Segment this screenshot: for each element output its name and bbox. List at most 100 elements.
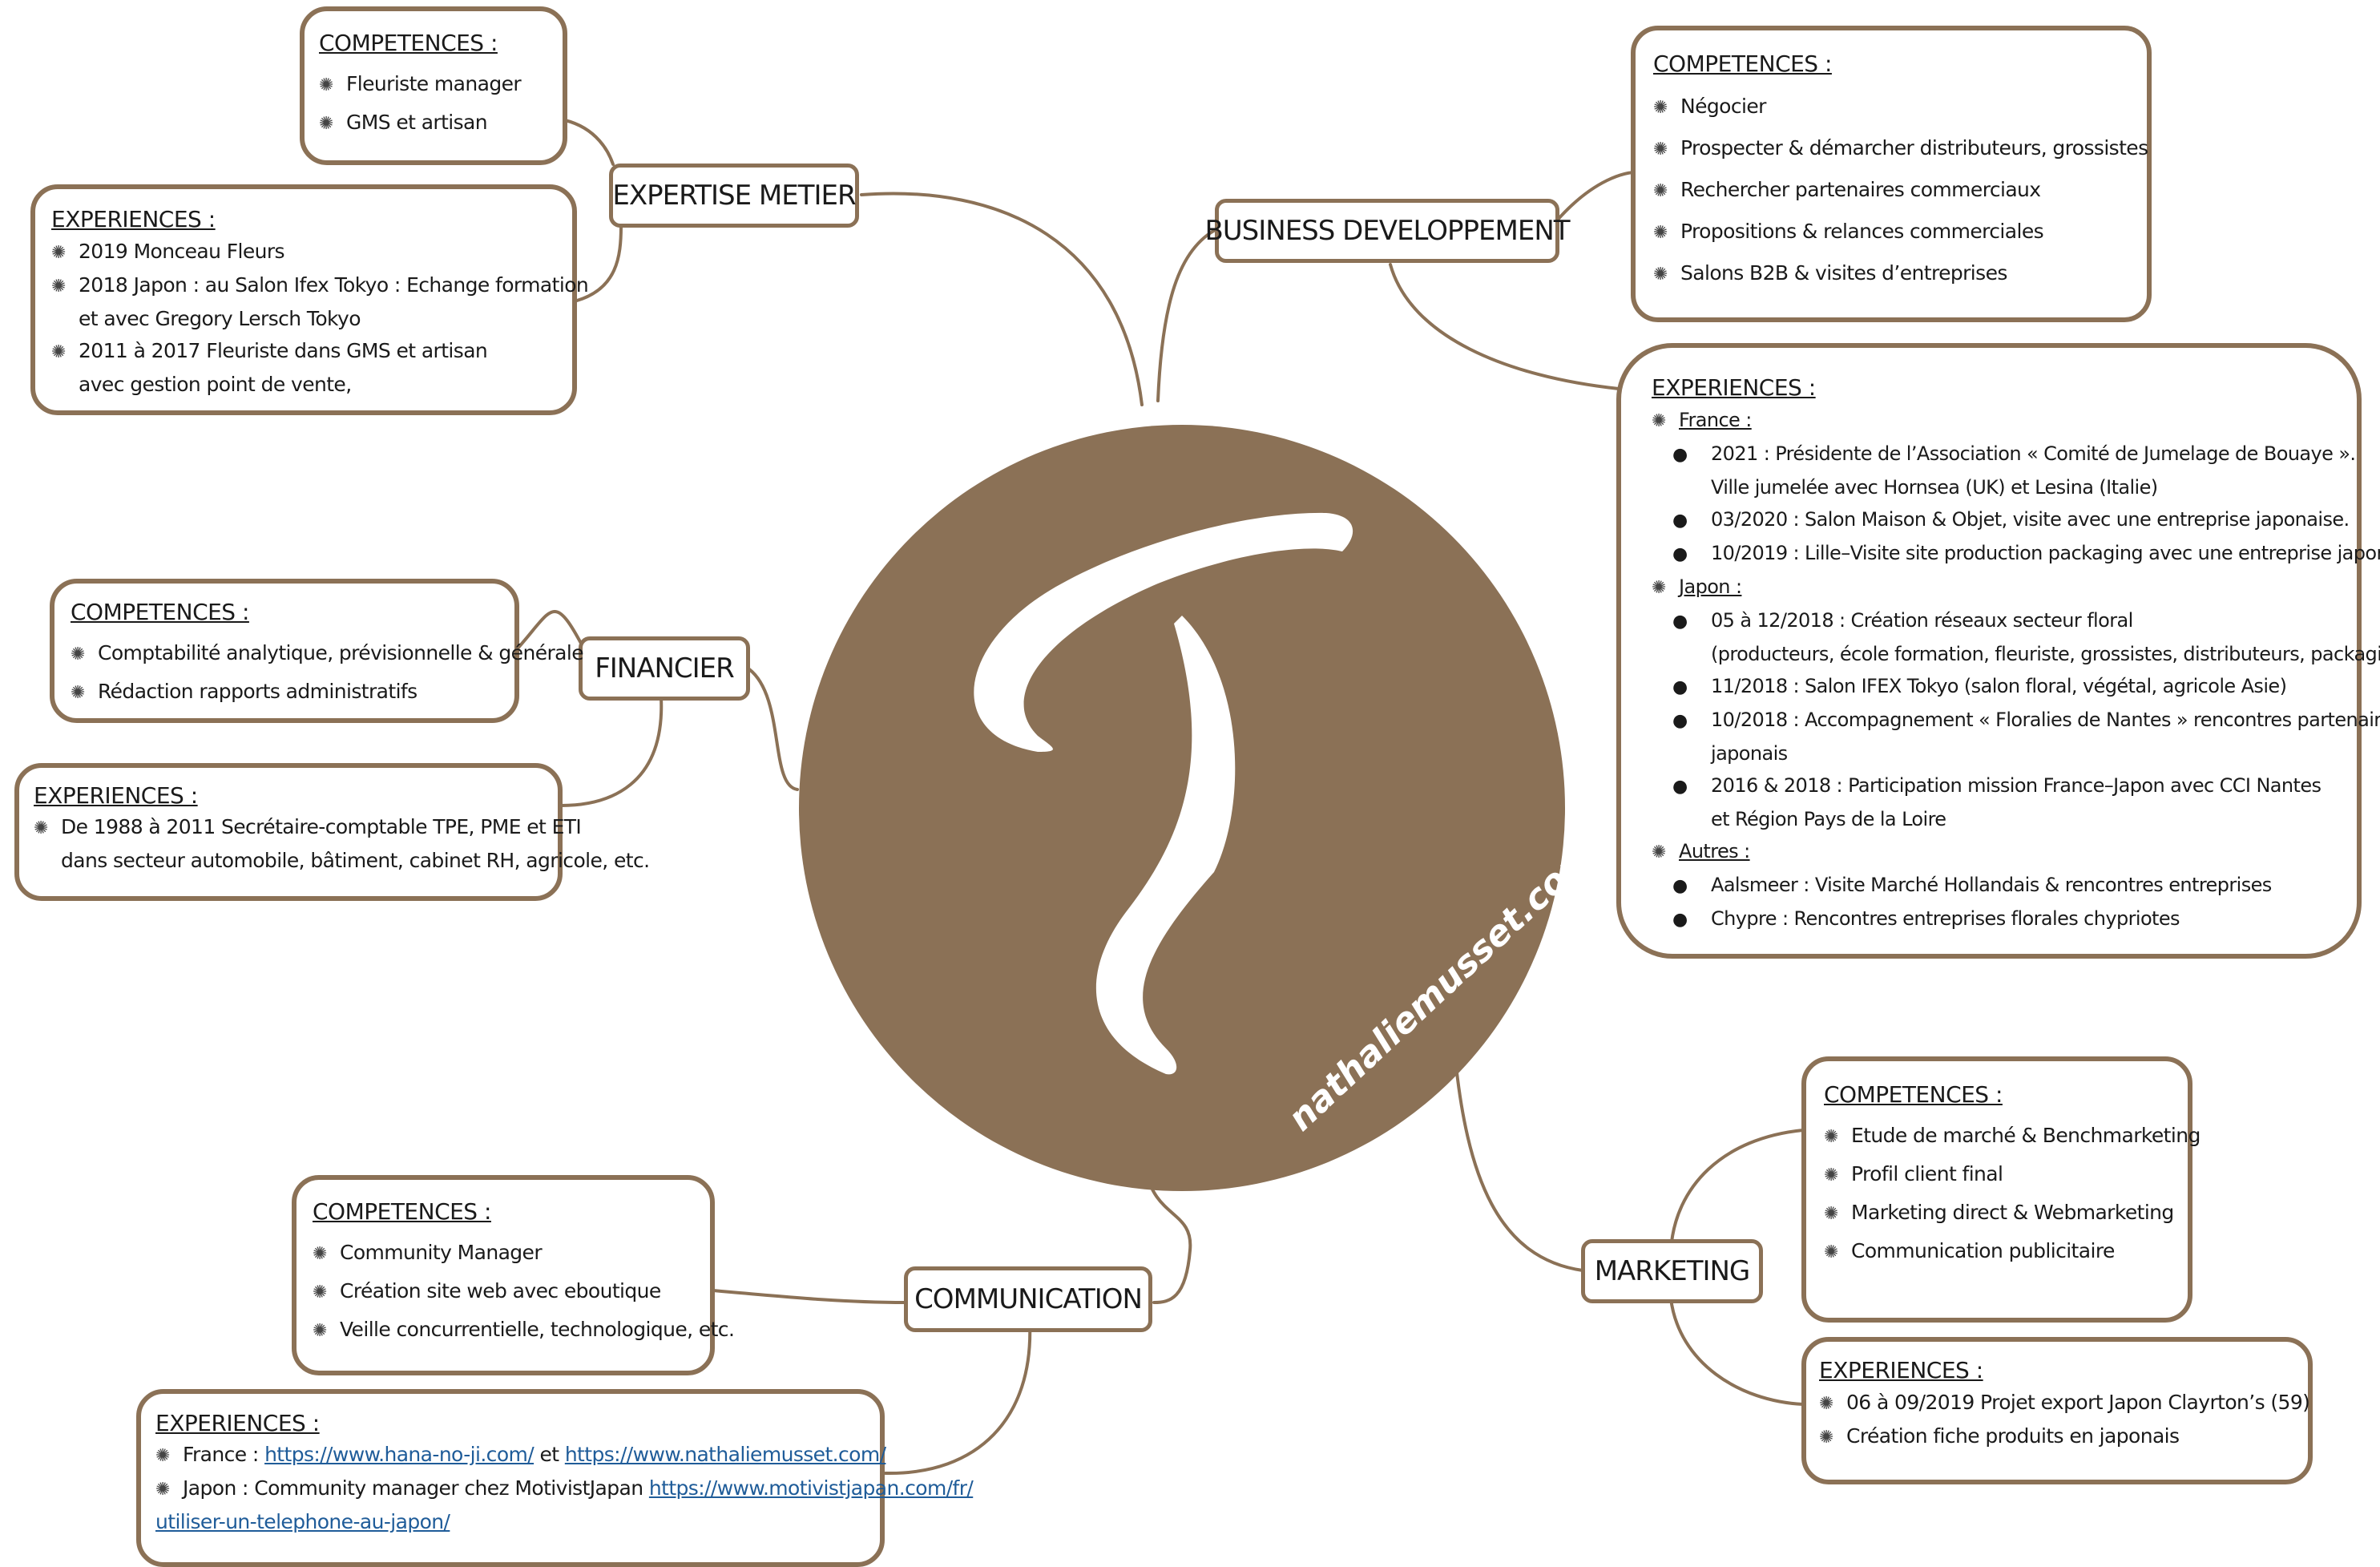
list-item-continuation: utiliser-un-telephone-au-japon/ [155, 1506, 880, 1538]
experiences-heading: EXPERIENCES : [155, 1410, 320, 1436]
list-item-continuation: et Région Pays de la Loire [1711, 808, 1946, 830]
expertise-competences-box: COMPETENCES : ✺Fleuriste manager ✺GMS et… [300, 6, 567, 165]
competences-heading: COMPETENCES : [1653, 50, 1832, 77]
list-item-continuation: dans secteur automobile, bâtiment, cabin… [61, 849, 650, 872]
gear-bullet-icon: ✺ [1819, 1394, 1833, 1414]
list-item: ✺Rechercher partenaires commerciaux [1653, 170, 2147, 212]
gear-bullet-icon: ✺ [319, 75, 333, 95]
gear-bullet-icon: ✺ [71, 644, 85, 664]
topic-financier[interactable]: FINANCIER [579, 636, 750, 701]
dot-bullet-icon: ● [1672, 777, 1688, 797]
list-item: ●10/2018 : Accompagnement « Floralies de… [1652, 704, 2380, 737]
list-item: ●03/2020 : Salon Maison & Objet, visite … [1652, 503, 2357, 537]
gear-bullet-icon: ✺ [319, 114, 333, 134]
logo-brush-stem [1095, 616, 1236, 1075]
experiences-heading: EXPERIENCES : [1819, 1357, 1983, 1383]
gear-bullet-icon: ✺ [155, 1480, 170, 1500]
list-item: ●2016 & 2018 : Participation mission Fra… [1652, 769, 2357, 803]
gear-bullet-icon: ✺ [1653, 181, 1668, 201]
dot-bullet-icon: ● [1672, 612, 1688, 632]
list-item: ●2021 : Présidente de l’Association « Co… [1652, 438, 2357, 471]
dot-bullet-icon: ● [1672, 910, 1688, 930]
competences-heading: COMPETENCES : [71, 599, 249, 625]
center-logo: nathaliemusset.com [799, 425, 1567, 1191]
list-item: ✺Fleuriste manager [319, 66, 563, 104]
gear-bullet-icon: ✺ [1652, 842, 1666, 862]
dot-bullet-icon: ● [1672, 677, 1688, 697]
list-item: ●10/2019 : Lille–Visite site production … [1652, 537, 2380, 571]
topic-business-developpement[interactable]: BUSINESS DEVELOPPEMENT [1204, 199, 1571, 263]
communication-competences-box: COMPETENCES : ✺Community Manager ✺Créati… [292, 1175, 735, 1375]
list-item: ✺2018 Japon : au Salon Ifex Tokyo : Echa… [51, 269, 589, 303]
list-item: ✺Comptabilité analytique, prévisionnelle… [71, 635, 584, 673]
dot-bullet-icon: ● [1672, 876, 1688, 896]
list-item: ✺06 à 09/2019 Projet export Japon Clayrt… [1819, 1387, 2310, 1420]
list-item-continuation: avec gestion point de vente, [79, 373, 352, 396]
competences-heading: COMPETENCES : [319, 30, 498, 56]
gear-bullet-icon: ✺ [1652, 578, 1666, 598]
list-item: ✺Négocier [1653, 87, 2147, 128]
section-france: ✺France : [1652, 404, 2357, 438]
competences-heading: COMPETENCES : [1824, 1081, 2003, 1108]
gear-bullet-icon: ✺ [1819, 1428, 1833, 1448]
list-item: ✺Création site web avec eboutique [313, 1273, 710, 1311]
experiences-heading: EXPERIENCES : [1652, 374, 1816, 401]
list-item: ✺Marketing direct & Webmarketing [1824, 1194, 2188, 1233]
gear-bullet-icon: ✺ [313, 1321, 327, 1341]
competences-heading: COMPETENCES : [313, 1198, 491, 1225]
communication-experiences-box: EXPERIENCES : ✺France : https://www.hana… [136, 1389, 974, 1567]
list-item: ✺Profil client final [1824, 1156, 2188, 1194]
dot-bullet-icon: ● [1672, 711, 1688, 731]
list-item: ✺France : https://www.hana-no-ji.com/ et… [155, 1439, 886, 1472]
link-motivistjapan[interactable]: https://www.motivistjapan.com/fr/ [648, 1476, 974, 1500]
gear-bullet-icon: ✺ [34, 818, 48, 838]
list-item: ✺Etude de marché & Benchmarketing [1824, 1117, 2200, 1156]
list-item-continuation: japonais [1711, 742, 1788, 765]
topic-marketing[interactable]: MARKETING [1581, 1239, 1763, 1303]
experiences-heading: EXPERIENCES : [34, 782, 198, 809]
business-experiences-box: EXPERIENCES : ✺France : ●2021 : Présiden… [1616, 343, 2380, 959]
financier-experiences-box: EXPERIENCES : ✺De 1988 à 2011 Secrétaire… [14, 763, 650, 901]
gear-bullet-icon: ✺ [1824, 1242, 1838, 1262]
link-nathaliemusset[interactable]: https://www.nathaliemusset.com/ [564, 1443, 886, 1466]
list-item-continuation: Ville jumelée avec Hornsea (UK) et Lesin… [1711, 476, 2158, 499]
list-item: ✺Communication publicitaire [1824, 1233, 2188, 1271]
list-item: ✺Prospecter & démarcher distributeurs, g… [1653, 128, 2148, 170]
list-item: ●05 à 12/2018 : Création réseaux secteur… [1652, 604, 2357, 638]
section-autres: ✺Autres : [1652, 835, 2357, 869]
gear-bullet-icon: ✺ [1824, 1165, 1838, 1185]
financier-competences-box: COMPETENCES : ✺Comptabilité analytique, … [50, 579, 584, 723]
gear-bullet-icon: ✺ [313, 1244, 327, 1264]
gear-bullet-icon: ✺ [51, 277, 66, 297]
link-motivistjapan-continued[interactable]: utiliser-un-telephone-au-japon/ [155, 1510, 450, 1533]
dot-bullet-icon: ● [1672, 511, 1688, 531]
gear-bullet-icon: ✺ [313, 1282, 327, 1302]
list-item: ✺De 1988 à 2011 Secrétaire-comptable TPE… [34, 811, 582, 845]
section-japon: ✺Japon : [1652, 571, 2357, 604]
dot-bullet-icon: ● [1672, 544, 1688, 564]
topic-expertise-metier[interactable]: EXPERTISE METIER [609, 164, 859, 228]
list-item: ✺Veille concurrentielle, technologique, … [313, 1311, 735, 1350]
marketing-competences-box: COMPETENCES : ✺Etude de marché & Benchma… [1801, 1056, 2200, 1323]
topic-communication[interactable]: COMMUNICATION [904, 1266, 1152, 1332]
list-item-continuation: (producteurs, école formation, fleuriste… [1711, 643, 2380, 665]
gear-bullet-icon: ✺ [51, 243, 66, 263]
gear-bullet-icon: ✺ [1824, 1127, 1838, 1147]
list-item: ✺Rédaction rapports administratifs [71, 673, 514, 712]
gear-bullet-icon: ✺ [1652, 411, 1666, 431]
gear-bullet-icon: ✺ [71, 683, 85, 703]
list-item: ✺Community Manager [313, 1234, 710, 1273]
list-item: ✺Création fiche produits en japonais [1819, 1420, 2308, 1454]
list-item: ●11/2018 : Salon IFEX Tokyo (salon flora… [1652, 670, 2357, 704]
list-item: ✺Japon : Community manager chez Motivist… [155, 1472, 974, 1506]
list-item: ✺2019 Monceau Fleurs [51, 236, 572, 269]
gear-bullet-icon: ✺ [1824, 1204, 1838, 1224]
expertise-experiences-box: EXPERIENCES : ✺2019 Monceau Fleurs ✺2018… [30, 184, 589, 415]
gear-bullet-icon: ✺ [1653, 265, 1668, 285]
logo-brush-arc [974, 512, 1353, 752]
gear-bullet-icon: ✺ [1653, 139, 1668, 160]
gear-bullet-icon: ✺ [155, 1446, 170, 1466]
gear-bullet-icon: ✺ [1653, 98, 1668, 118]
link-hana-no-ji[interactable]: https://www.hana-no-ji.com/ [264, 1443, 534, 1466]
